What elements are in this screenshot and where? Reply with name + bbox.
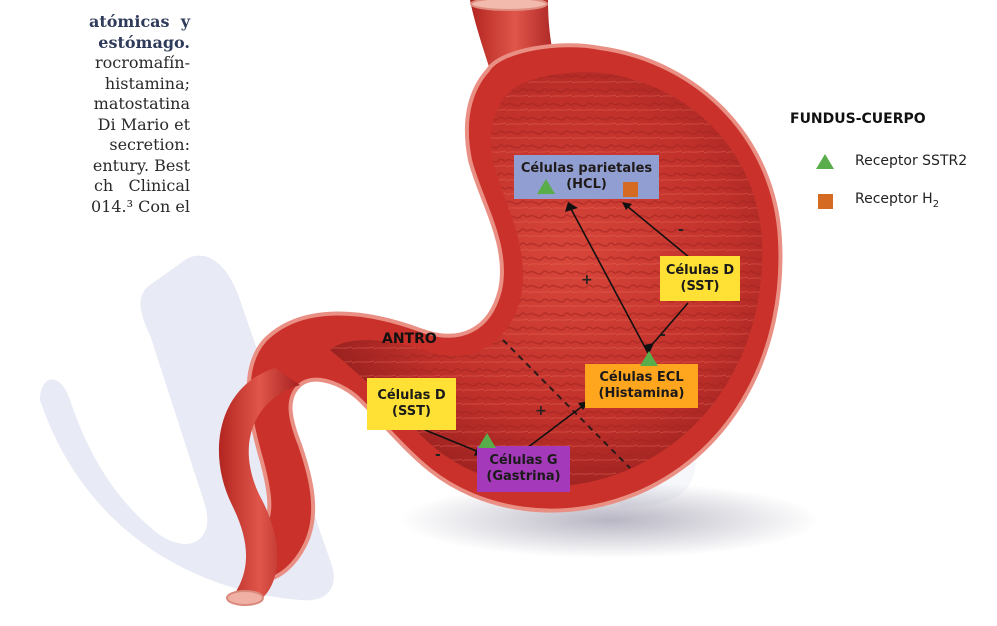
g-cells-box: Células G (Gastrina) [477, 446, 570, 492]
d-cells-antrum-sublabel: (SST) [367, 404, 456, 420]
plus-sign-gastrin: + [535, 403, 547, 419]
legend-h2-subscript: 2 [933, 199, 939, 210]
legend-h2-label: Receptor H2 [855, 191, 939, 210]
d-cells-fundus-box: Células D (SST) [660, 256, 740, 301]
d-cells-fundus-label: Células D [660, 263, 740, 279]
sstr2-receptor-triangle-parietal [537, 179, 555, 194]
d-cells-antrum-label: Células D [367, 388, 456, 404]
g-cells-label: Células G [477, 453, 570, 469]
ecl-cells-label: Células ECL [585, 370, 698, 386]
legend-triangle-icon [816, 154, 834, 169]
g-cells-sublabel: (Gastrina) [477, 469, 570, 485]
legend-h2-text: Receptor H [855, 191, 933, 207]
parietal-cells-label: Células parietales [514, 161, 659, 177]
minus-sign-fundus: - [678, 222, 684, 238]
h2-receptor-square-parietal [623, 182, 638, 197]
fundus-cuerpo-label: FUNDUS-CUERPO [790, 111, 926, 127]
legend-square-icon [818, 194, 833, 209]
sstr2-receptor-triangle-ecl [640, 351, 658, 366]
minus-sign-ecl: - [660, 327, 666, 343]
sstr2-receptor-triangle-g [478, 433, 496, 448]
antro-label: ANTRO [382, 331, 437, 347]
d-cells-fundus-sublabel: (SST) [660, 279, 740, 295]
ecl-cells-box: Células ECL (Histamina) [585, 364, 698, 408]
plus-sign-parietal: + [581, 272, 593, 288]
legend-sstr2-label: Receptor SSTR2 [855, 153, 967, 169]
d-cells-antrum-box: Células D (SST) [367, 378, 456, 430]
minus-sign-antrum: - [435, 447, 441, 463]
ecl-cells-sublabel: (Histamina) [585, 386, 698, 402]
